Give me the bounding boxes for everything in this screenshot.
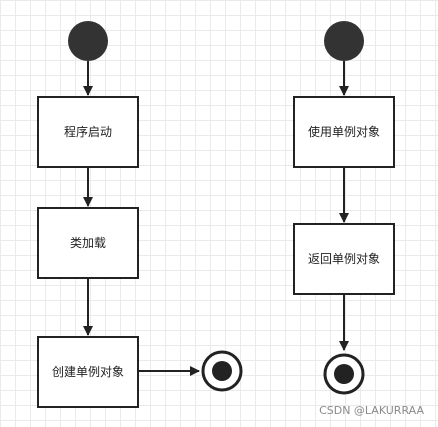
- left-step3-box: [37, 336, 139, 408]
- right-start-node: [324, 21, 364, 61]
- left-step1-label: 程序启动: [64, 124, 112, 139]
- left-step2-label: 类加载: [70, 236, 106, 250]
- left-end-node: [201, 350, 243, 392]
- left-step2-box: [37, 207, 139, 279]
- right-end-node: [323, 353, 365, 395]
- left-start-node: [68, 21, 108, 61]
- right-step1-box: [293, 96, 395, 168]
- right-step1-label: 使用单例对象: [308, 124, 380, 139]
- watermark-text: CSDN @LAKURRAA: [319, 404, 424, 417]
- left-step3-label: 创建单例对象: [52, 365, 124, 379]
- right-step2-label: 返回单例对象: [308, 252, 380, 266]
